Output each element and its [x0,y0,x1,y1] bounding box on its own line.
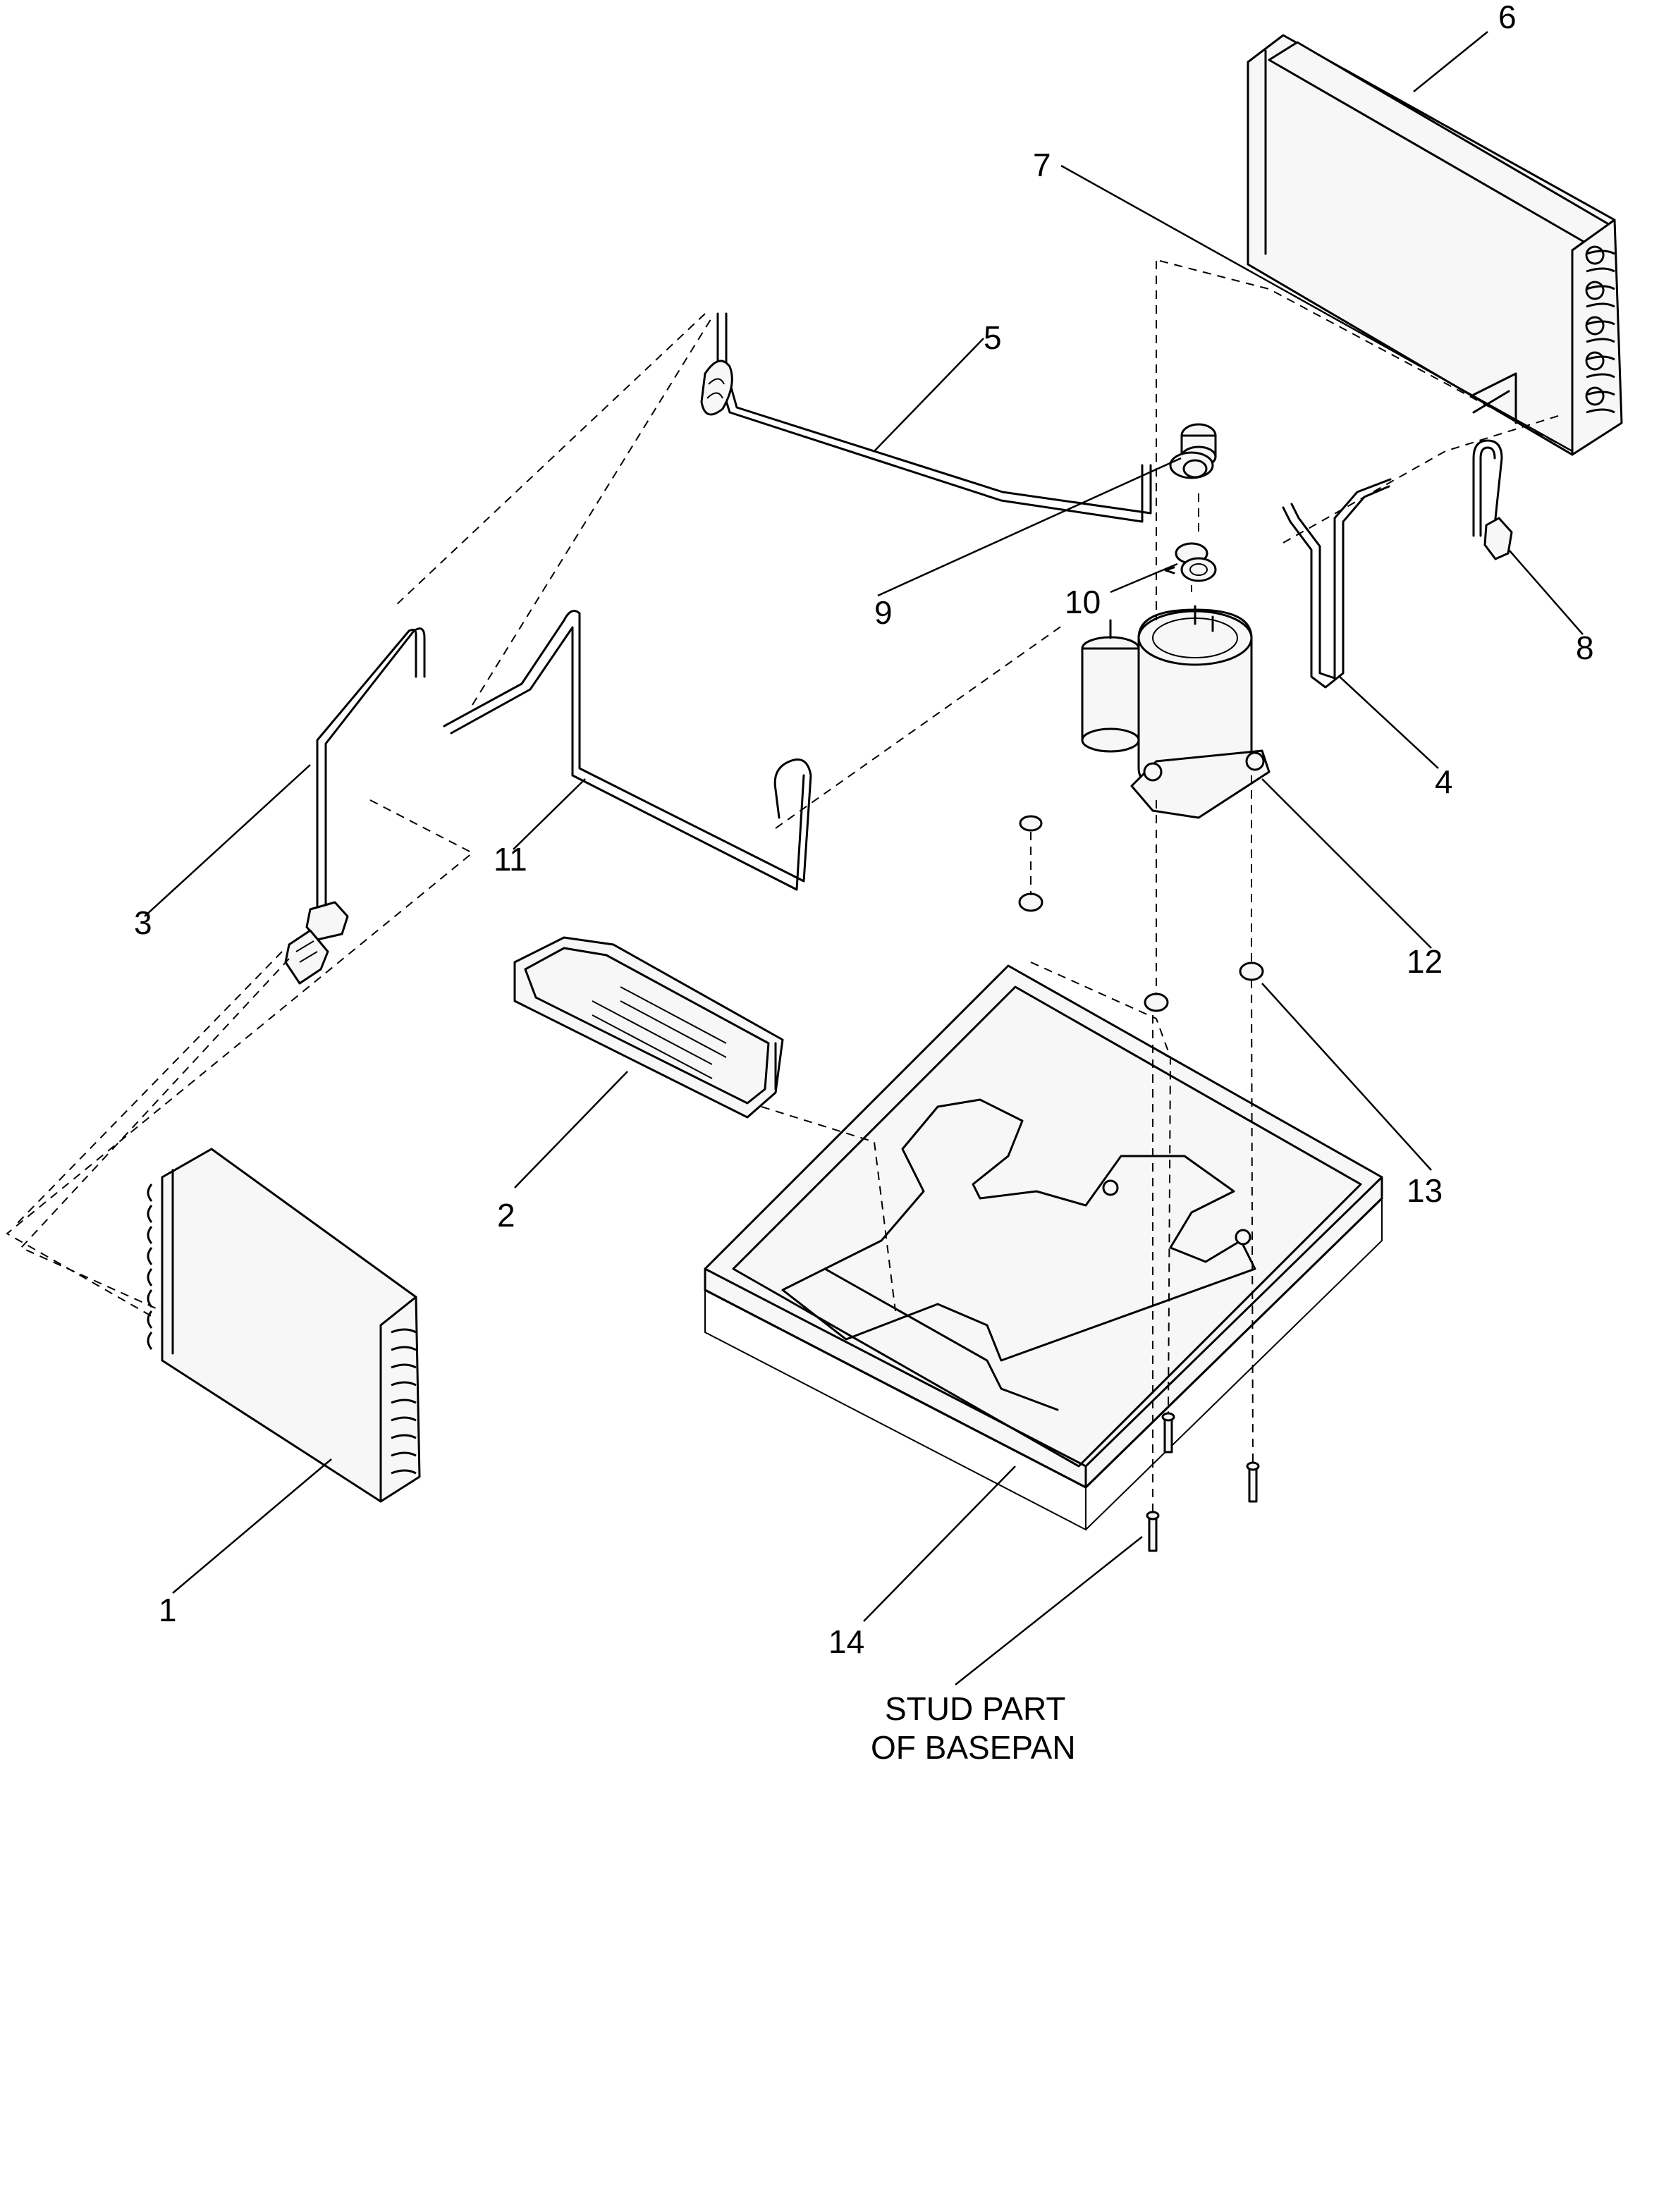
part-11-suction-loop [443,610,812,891]
callout-5: 5 [984,319,1002,356]
part-14-basepan [704,964,1383,1552]
stud-note: STUD PART OF BASEPAN [871,1690,1076,1766]
callout-11: 11 [494,841,527,878]
part-1-evaporator-coil [147,1148,421,1503]
stud-note-line-2: OF BASEPAN [871,1729,1076,1766]
part-3-suction-tube [284,627,426,985]
leader-lines [144,31,1584,1685]
part-6-condenser-coil [1247,34,1623,456]
callout-14: 14 [828,1623,864,1660]
part-2-drain-tray [513,936,784,1119]
coil-hairpins-right [1585,245,1615,414]
part-5-tube [700,312,1152,523]
callout-4: 4 [1435,763,1453,800]
coil-hairpins-left [147,1184,417,1475]
callout-labels: 1 2 3 4 5 6 7 8 9 10 11 12 13 14 [134,0,1594,1660]
callout-8: 8 [1576,629,1594,666]
callout-13: 13 [1407,1172,1443,1209]
part-10-clip [1164,542,1217,582]
callout-1: 1 [159,1592,177,1628]
callout-12: 12 [1407,943,1443,980]
stud-note-line-1: STUD PART [885,1690,1065,1727]
callout-2: 2 [497,1197,515,1234]
part-8-tube-fitting [1472,439,1513,560]
part-4-discharge-tube [1282,478,1392,689]
callout-7: 7 [1033,147,1051,183]
part-12-compressor [1081,605,1271,819]
callout-3: 3 [134,904,152,941]
part-13-grommets [1018,815,1264,1012]
callout-6: 6 [1498,0,1517,35]
assembly-guide-lines [6,260,1573,1512]
callout-10: 10 [1065,584,1101,620]
part-9-valve [1169,423,1217,479]
callout-9: 9 [874,594,893,631]
